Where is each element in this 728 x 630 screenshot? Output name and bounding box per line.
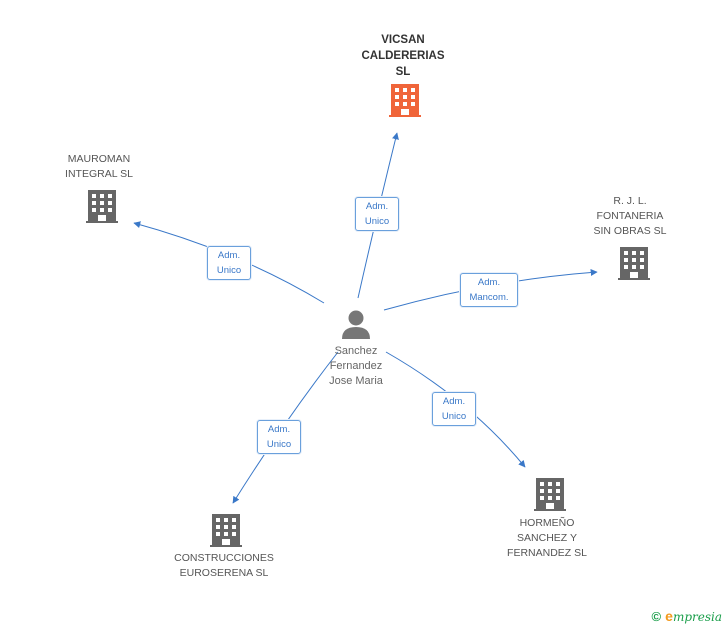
person-name[interactable]: Sanchez Fernandez Jose Maria: [329, 345, 383, 387]
empresia-logo-initial: e: [665, 608, 673, 624]
edge-label-mauroman: Adm. Unico: [207, 246, 251, 280]
company-name-rjl[interactable]: R. J. L. FONTANERIA SIN OBRAS SL: [593, 195, 667, 237]
copyright-icon: ©: [651, 609, 662, 624]
building-icon-construcciones[interactable]: [210, 514, 242, 547]
building-icon-rjl[interactable]: [618, 247, 650, 280]
edge-label-rjl: Adm. Mancom.: [460, 273, 518, 307]
edge-label-hormeno: Adm. Unico: [432, 392, 476, 426]
person-icon[interactable]: [342, 310, 370, 340]
company-name-vicsan[interactable]: VICSAN CALDERERIAS SL: [361, 34, 445, 78]
company-name-construcciones[interactable]: CONSTRUCCIONES EUROSERENA SL: [174, 552, 274, 579]
company-name-hormeno[interactable]: HORMEÑO SANCHEZ Y FERNANDEZ SL: [507, 517, 587, 559]
company-name-mauroman[interactable]: MAUROMAN INTEGRAL SL: [65, 153, 133, 180]
building-icon-mauroman[interactable]: [86, 190, 118, 223]
edge-label-vicsan: Adm. Unico: [355, 197, 399, 231]
building-icon-hormeno[interactable]: [534, 478, 566, 511]
empresia-logo-text: mpresia: [672, 610, 722, 624]
brand-footer: ©empresia: [652, 608, 722, 624]
building-icon-vicsan[interactable]: [389, 84, 421, 117]
edge-label-construcciones: Adm. Unico: [257, 420, 301, 454]
